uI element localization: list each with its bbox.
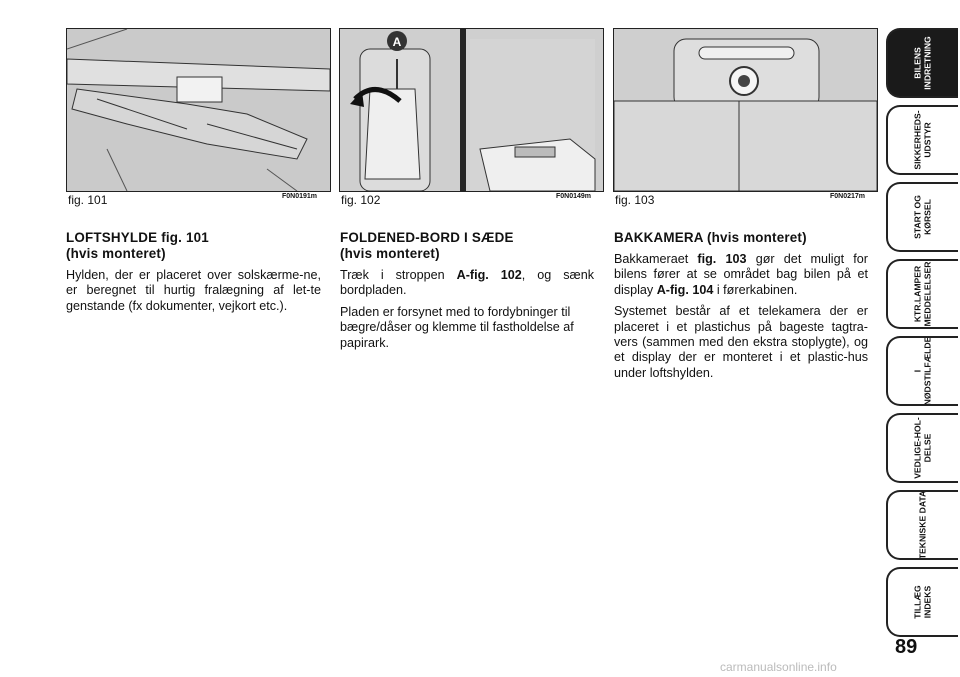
figure-103-image: [613, 28, 878, 192]
tab-label: I NØDSTILFÆLDE: [912, 336, 933, 406]
tab-label: VEDLIGE-HOL- DELSE: [912, 417, 933, 479]
tab-start-og-korsel[interactable]: START OG KØRSEL: [886, 182, 958, 252]
tab-label: KTR.LAMPER MEDDELELSER: [912, 261, 933, 327]
heading-line-2: (hvis monteret): [66, 246, 166, 261]
figure-101-caption: fig. 101: [68, 193, 108, 207]
paragraph: Bakkameraet fig. 103 gør det muligt for …: [614, 252, 868, 298]
section-heading: BAKKAMERA (hvis monteret): [614, 230, 868, 246]
paragraph: Systemet består af et telekamera der er …: [614, 304, 868, 380]
figure-101-code: F0N0191m: [282, 193, 318, 200]
figure-reference: fig. 103: [697, 252, 747, 266]
paragraph: Pladen er forsynet med to fordybninger t…: [340, 304, 574, 350]
tab-label: START OG KØRSEL: [912, 195, 933, 239]
text-run: Bakkameraet: [614, 252, 698, 266]
column-foldened-bord: FOLDENED-BORD I SÆDE (hvis monteret) Træ…: [340, 230, 594, 357]
tab-vedligeholdelse[interactable]: VEDLIGE-HOL- DELSE: [886, 413, 958, 483]
tab-label: TEKNISKE DATA: [917, 490, 928, 560]
tab-nodstilfaelde[interactable]: I NØDSTILFÆLDE: [886, 336, 958, 406]
paragraph: Træk i stroppen A-fig. 102, og sænk bord…: [340, 268, 594, 299]
tab-label: TILLÆG INDEKS: [912, 585, 933, 619]
figure-reference: A-fig. 104: [656, 282, 714, 297]
paragraph: Hylden, der er placeret over solskærme-n…: [66, 268, 321, 313]
figure-103-code: F0N0217m: [830, 193, 866, 200]
column-loftshylde: LOFTSHYLDE fig. 101 (hvis monteret) Hyld…: [66, 230, 321, 320]
tab-bilens-indretning[interactable]: BILENS INDRETNING: [886, 28, 958, 98]
tab-label: SIKKERHEDS- UDSTYR: [912, 110, 933, 170]
tab-ktr-lamper[interactable]: KTR.LAMPER MEDDELELSER: [886, 259, 958, 329]
tab-label: BILENS INDRETNING: [912, 36, 933, 90]
watermark: carmanualsonline.info: [720, 660, 837, 674]
column-bakkamera: BAKKAMERA (hvis monteret) Bakkameraet fi…: [614, 230, 868, 387]
page-number: 89: [895, 636, 918, 658]
heading-rest: (hvis monteret): [703, 230, 807, 245]
figure-102-marker: A: [393, 35, 402, 49]
figure-102-caption: fig. 102: [341, 193, 381, 207]
figure-101-image: [66, 28, 331, 192]
figure-102-code: F0N0149m: [556, 193, 592, 200]
heading-bold: BAKKAMERA: [614, 230, 704, 245]
tab-tekniske-data[interactable]: TEKNISKE DATA: [886, 490, 958, 560]
figure-reference: A-fig. 102: [456, 268, 522, 282]
heading-line-1: LOFTSHYLDE fig. 101: [66, 230, 209, 245]
text-run: Træk i stroppen: [340, 268, 457, 282]
heading-line-1: FOLDENED-BORD I SÆDE: [340, 230, 514, 245]
section-heading: LOFTSHYLDE fig. 101 (hvis monteret): [66, 230, 321, 262]
text-run: , og sænk bordpladen.: [340, 268, 594, 298]
text-run: gør det muligt for bilens fører at se om…: [614, 252, 869, 297]
heading-line-2: (hvis monteret): [340, 246, 440, 261]
tab-sikkerhedsudstyr[interactable]: SIKKERHEDS- UDSTYR: [886, 105, 958, 175]
figure-103-caption: fig. 103: [615, 193, 655, 207]
tab-tillaeg-indeks[interactable]: TILLÆG INDEKS: [886, 567, 958, 637]
text-run: i førerkabinen.: [713, 282, 798, 297]
figure-102-image: A: [339, 28, 604, 192]
section-heading: FOLDENED-BORD I SÆDE (hvis monteret): [340, 230, 594, 262]
